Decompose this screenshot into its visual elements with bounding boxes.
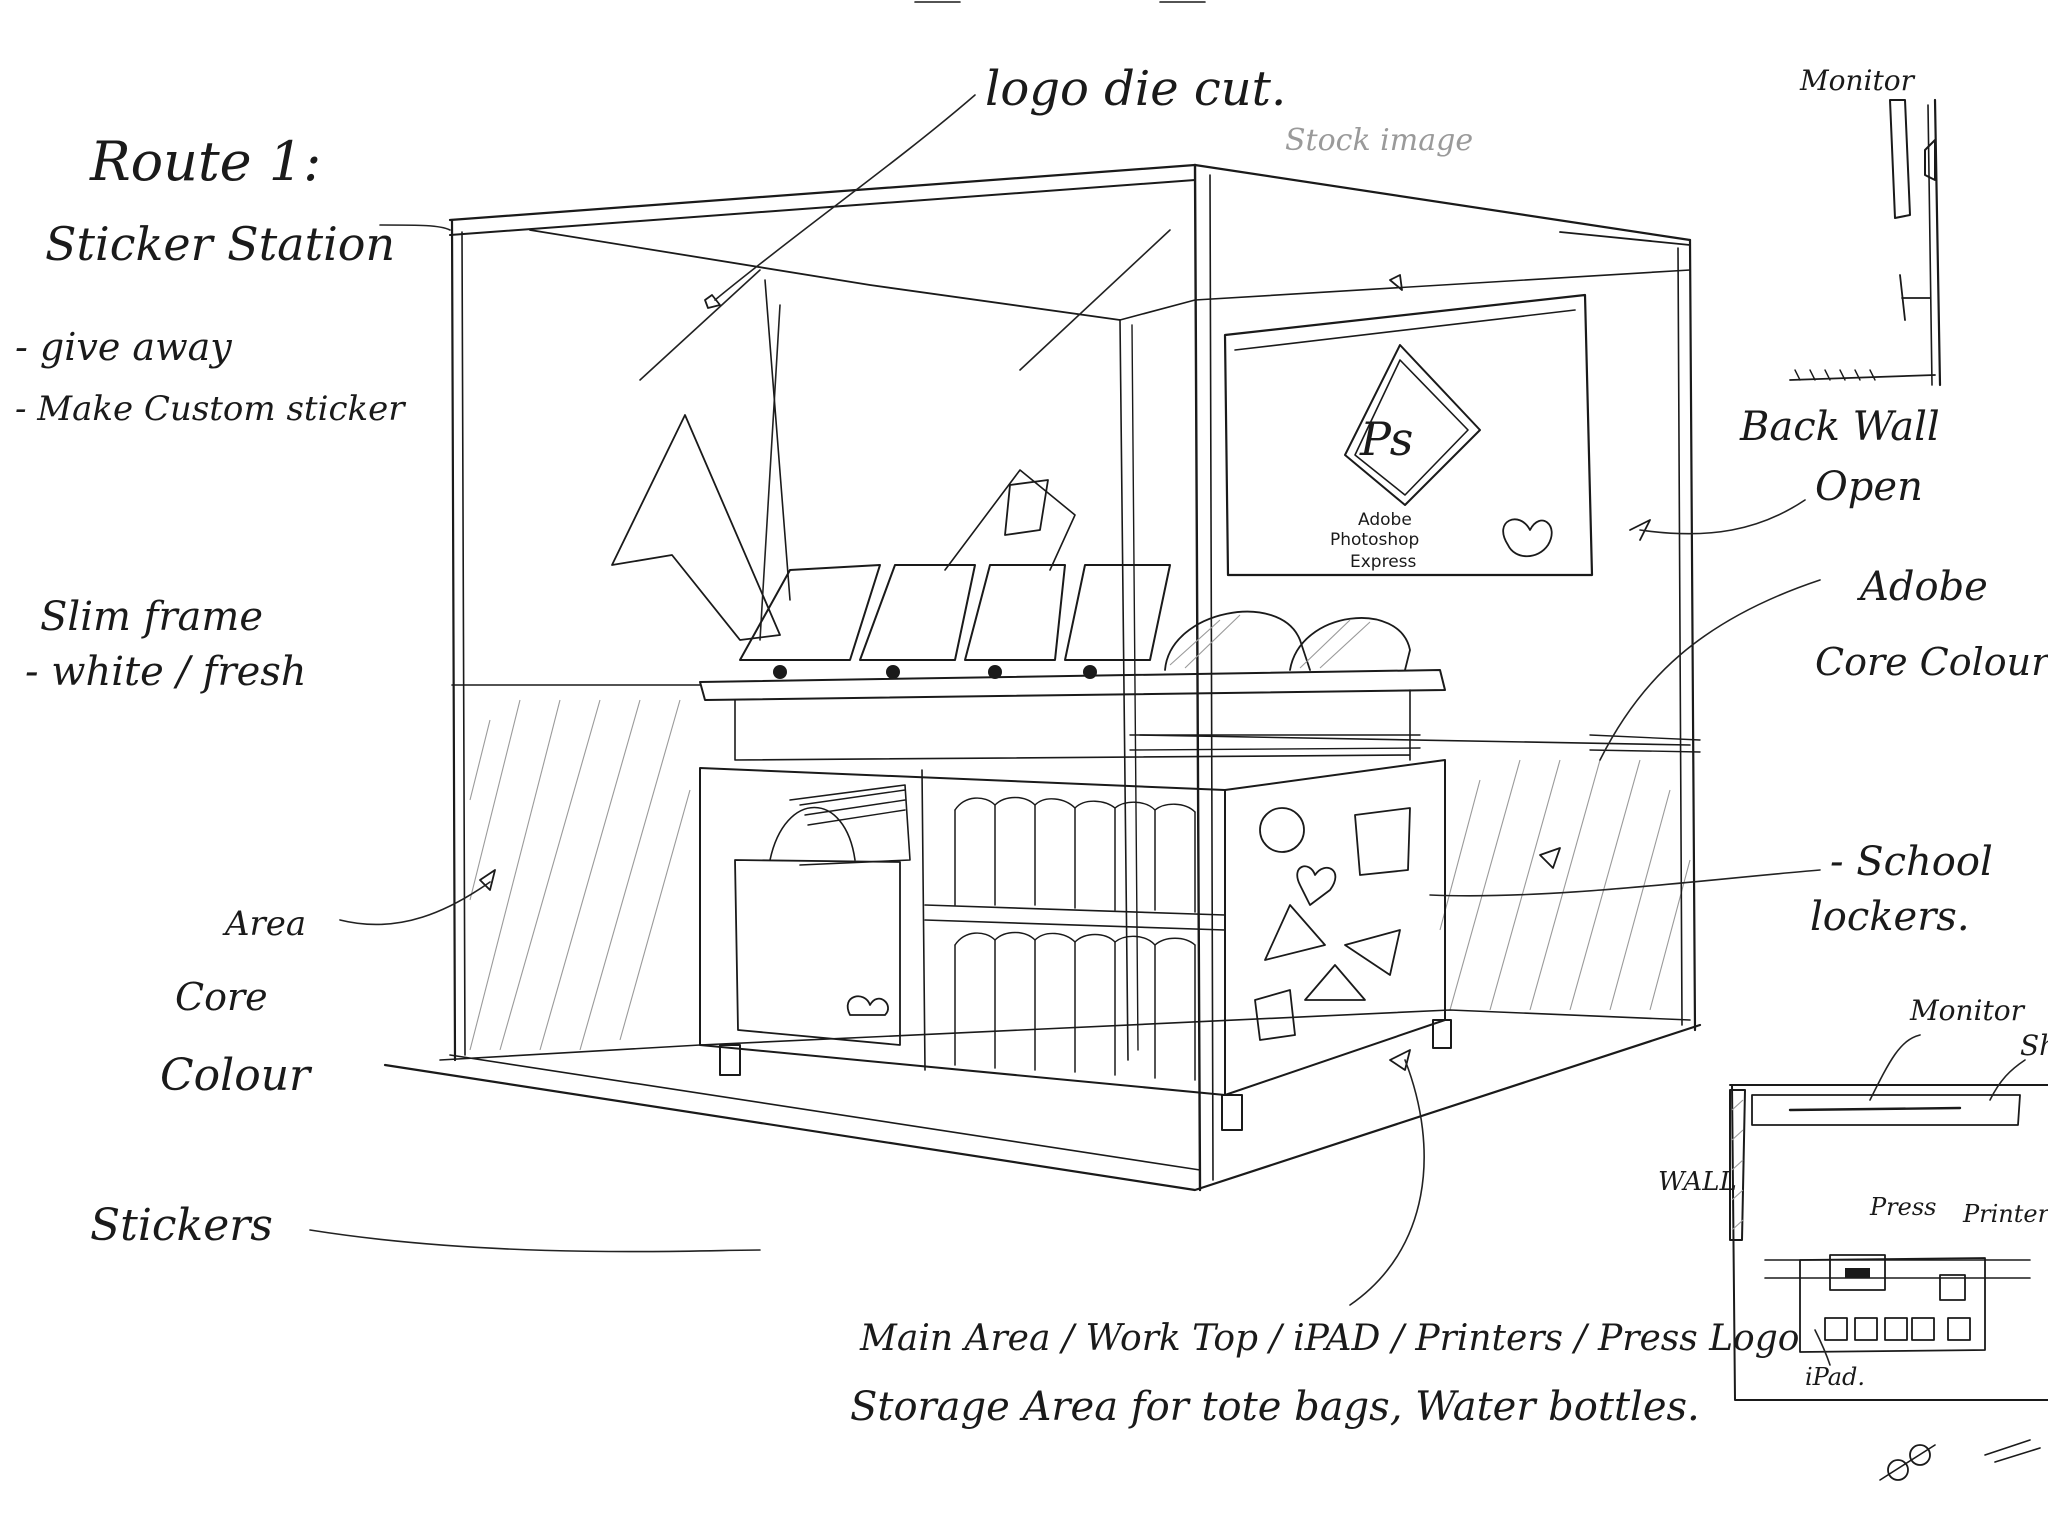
left-wall-hatching — [470, 700, 690, 1050]
water-bottles-bottom — [955, 933, 1195, 1081]
ipad-4 — [1065, 565, 1170, 660]
area-core-line-2: Core — [175, 975, 268, 1019]
slim-frame-line-1: Slim frame — [40, 594, 263, 640]
wall-marker — [1540, 848, 1560, 868]
school-lockers-note-2: lockers. — [1810, 894, 1970, 940]
stickers-note: Stickers — [90, 1200, 273, 1251]
ps-caption-line-1: Adobe — [1358, 510, 1412, 530]
bullet-give-away: - give away — [15, 325, 232, 369]
ipad-slot — [1825, 1318, 1847, 1340]
circle-cutout — [1260, 808, 1304, 852]
storage-cabinet — [700, 760, 1451, 1130]
floor-plan-monitor-label: Monitor — [1909, 994, 2026, 1027]
school-lockers-note-1: - School — [1830, 839, 1993, 885]
creative-cloud-icon — [1503, 519, 1552, 556]
floor-plan-ipad-label: iPad. — [1805, 1363, 1865, 1391]
back-wall-note-2: Open — [1815, 464, 1923, 510]
floor-plan-sketch: Monitor Sh WALL Press Printers iPad. — [1658, 994, 2048, 1480]
ipad-3 — [965, 565, 1065, 660]
heart-cutout — [1297, 866, 1335, 905]
area-core-line-3: Colour — [160, 1050, 313, 1101]
ps-caption-line-3: Express — [1350, 552, 1417, 572]
triangle-cutout — [1265, 905, 1325, 960]
route-title: Route 1: — [89, 130, 321, 193]
ps-caption-line-2: Photoshop — [1330, 530, 1419, 550]
storage-area-note: Storage Area for tote bags, Water bottle… — [850, 1384, 1700, 1430]
ipad-stand-knob — [773, 665, 787, 679]
logo-die-cut-note: logo die cut. — [985, 61, 1286, 117]
water-bottles-top — [955, 798, 1195, 913]
area-core-line-1: Area — [222, 904, 306, 944]
ipad-row — [740, 470, 1170, 679]
adobe-core-note-1: Adobe — [1856, 564, 1988, 610]
floor-plan-press-label: Press — [1869, 1193, 1936, 1221]
route-subtitle: Sticker Station — [45, 217, 395, 271]
main-area-note: Main Area / Work Top / iPAD / Printers /… — [859, 1318, 1799, 1359]
side-view-monitor-label: Monitor — [1799, 64, 1916, 97]
stock-image-note: Stock image — [1285, 123, 1473, 158]
back-wall-note-1: Back Wall — [1739, 404, 1940, 450]
ipad-2 — [860, 565, 975, 660]
slim-frame-line-2: - white / fresh — [25, 649, 307, 695]
back-wall-panel: Ps Adobe Photoshop Express — [1225, 295, 1650, 575]
adobe-core-note-2: Core Colour — [1815, 640, 2048, 684]
floor-plan-shelf-label: Sh — [2020, 1029, 2048, 1062]
floor-plan-wall-label: WALL — [1658, 1167, 1737, 1197]
ps-logo-text: Ps — [1359, 412, 1413, 466]
side-monitor — [1890, 100, 1910, 218]
side-view-sketch: Monitor — [1790, 64, 1940, 385]
square-cutout — [1355, 808, 1410, 875]
floor-plan-printers-label: Printers — [1962, 1200, 2048, 1228]
bullet-make-custom-sticker: - Make Custom sticker — [15, 389, 406, 429]
